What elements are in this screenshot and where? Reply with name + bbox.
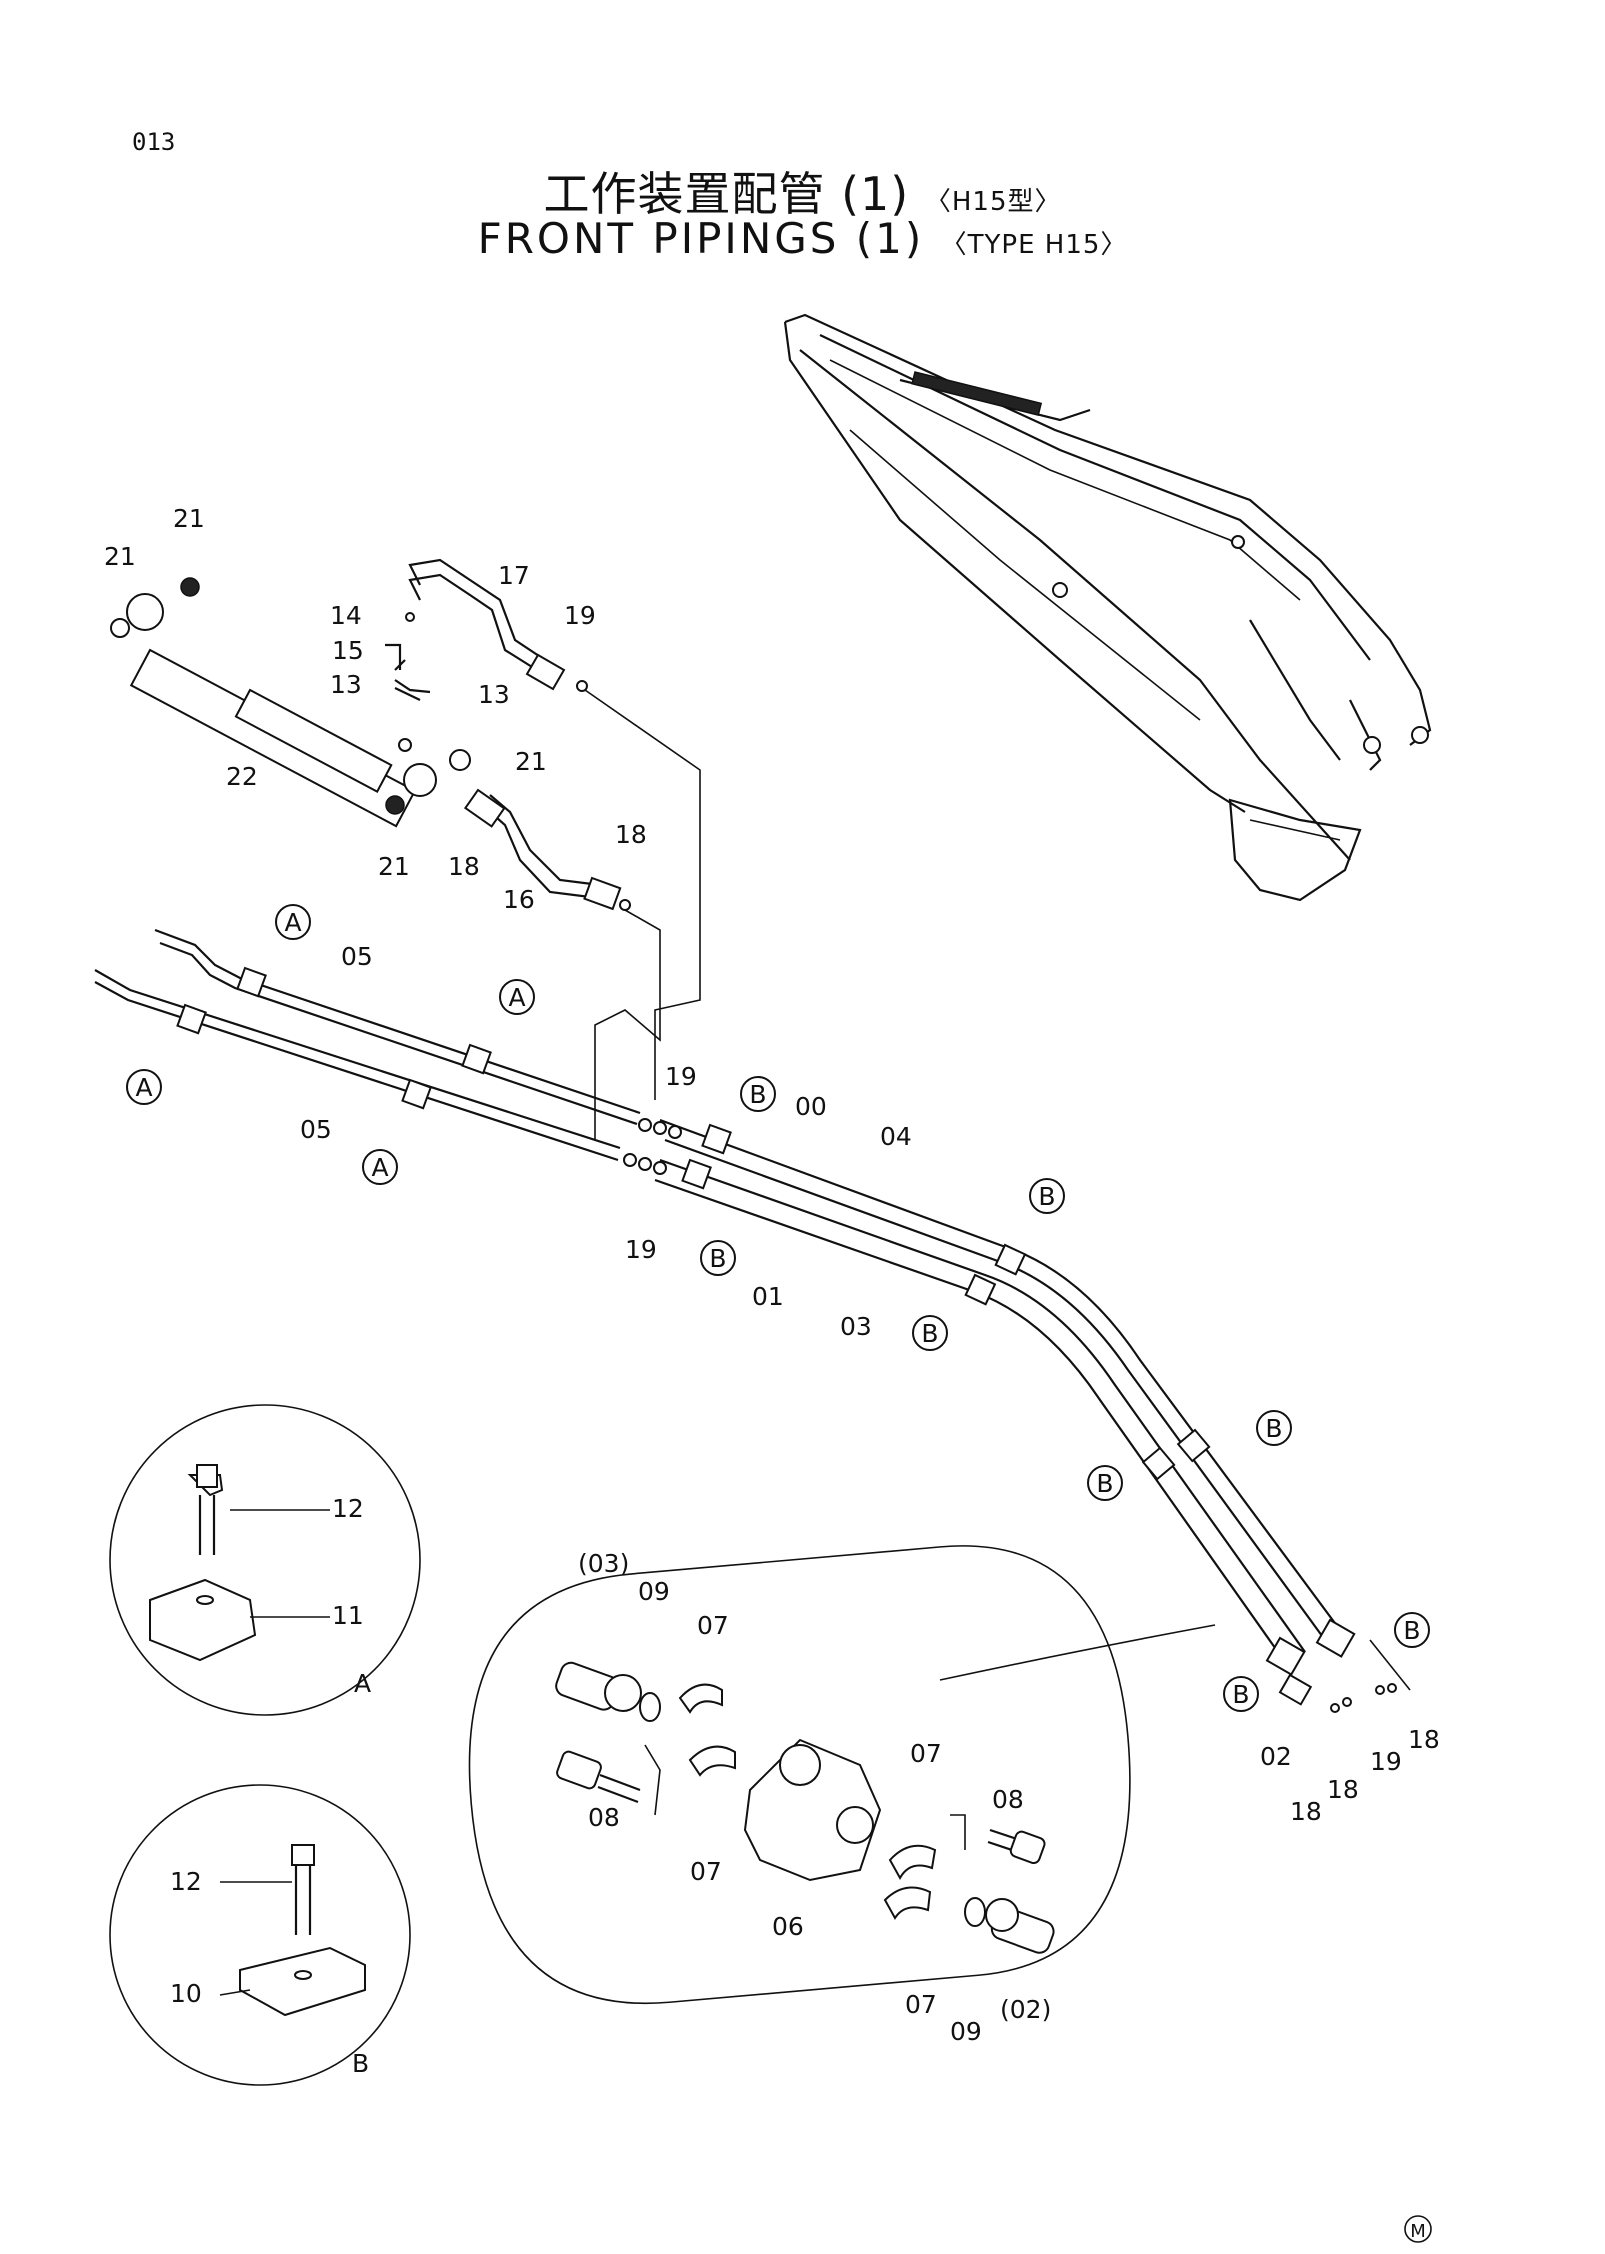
marker-b: B <box>700 1240 736 1276</box>
callout-06: 06 <box>772 1912 804 1941</box>
detail-b <box>109 1784 411 2086</box>
callout-13: 13 <box>330 670 362 699</box>
callout-18: 18 <box>615 820 647 849</box>
callout-21: 21 <box>378 852 410 881</box>
callout-05: 05 <box>341 942 373 971</box>
svg-text:M: M <box>1410 2221 1426 2242</box>
marker-a: A <box>499 979 535 1015</box>
callout-18: 18 <box>1327 1775 1359 1804</box>
callout-21: 21 <box>515 747 547 776</box>
callout-09: 09 <box>638 1577 670 1606</box>
callout-09: 09 <box>950 2017 982 2046</box>
callout-19: 19 <box>564 601 596 630</box>
marker-a: A <box>126 1069 162 1105</box>
callouts: 21 21 17 19 14 15 13 13 22 21 21 18 18 1… <box>104 504 1440 2078</box>
svg-text:B: B <box>1403 1616 1420 1645</box>
callout-02: 02 <box>1260 1742 1292 1771</box>
callout-04: 04 <box>880 1122 912 1151</box>
callout-16: 16 <box>503 885 535 914</box>
callout-07: 07 <box>910 1739 942 1768</box>
marker-a: A <box>362 1149 398 1185</box>
svg-text:A: A <box>508 983 525 1012</box>
svg-text:B: B <box>921 1319 938 1348</box>
title-en-text: FRONT PIPINGS (1) <box>477 214 925 263</box>
callout-03-ref: (03) <box>578 1549 629 1578</box>
marker-b: B <box>1256 1410 1292 1446</box>
callout-18: 18 <box>1408 1725 1440 1754</box>
callout-07: 07 <box>697 1611 729 1640</box>
callout-11: 11 <box>332 1601 364 1630</box>
marker-b: B <box>1394 1612 1430 1648</box>
cylinder-assembly <box>110 558 631 911</box>
callout-17: 17 <box>498 561 530 590</box>
detail-label-b: B <box>352 2049 369 2078</box>
marker-a: A <box>275 904 311 940</box>
detail-label-a: A <box>354 1669 371 1698</box>
callout-22: 22 <box>226 762 258 791</box>
view-markers: A A A A B B B B B B B B <box>126 904 1430 1712</box>
excavator-boom-overview <box>783 313 1432 902</box>
title-en-type: 〈TYPE H15〉 <box>940 230 1128 260</box>
callout-07: 07 <box>690 1857 722 1886</box>
callout-03: 03 <box>840 1312 872 1341</box>
callout-19: 19 <box>1370 1747 1402 1776</box>
svg-text:B: B <box>709 1244 726 1273</box>
marker-b: B <box>1029 1178 1065 1214</box>
title-jp-type: 〈H15型〉 <box>924 187 1062 217</box>
callout-07: 07 <box>905 1990 937 2019</box>
svg-text:A: A <box>371 1153 388 1182</box>
svg-text:B: B <box>1038 1182 1055 1211</box>
callout-19: 19 <box>665 1062 697 1091</box>
callout-08: 08 <box>992 1785 1024 1814</box>
marker-b: B <box>912 1315 948 1351</box>
svg-text:B: B <box>1232 1680 1249 1709</box>
callout-18: 18 <box>1290 1797 1322 1826</box>
title-english: FRONT PIPINGS (1) 〈TYPE H15〉 <box>0 214 1605 263</box>
svg-text:B: B <box>1096 1469 1113 1498</box>
marker-b: B <box>1087 1465 1123 1501</box>
callout-13: 13 <box>478 680 510 709</box>
pipes-05 <box>94 928 641 1162</box>
marker-b: B <box>740 1076 776 1112</box>
callout-12: 12 <box>170 1867 202 1896</box>
svg-text:B: B <box>1265 1414 1282 1443</box>
callout-12: 12 <box>332 1494 364 1523</box>
callout-19: 19 <box>625 1235 657 1264</box>
detail-joint <box>468 1545 1131 2005</box>
callout-21: 21 <box>104 542 136 571</box>
svg-text:A: A <box>284 908 301 937</box>
corner-mark: M <box>1404 2215 1432 2243</box>
callout-21: 21 <box>173 504 205 533</box>
marker-b: B <box>1223 1676 1259 1712</box>
callout-08: 08 <box>588 1803 620 1832</box>
pipes-main <box>623 1118 1397 1713</box>
title-jp-text: 工作装置配管 (1) <box>543 167 910 221</box>
svg-text:A: A <box>135 1073 152 1102</box>
callout-18: 18 <box>448 852 480 881</box>
callout-14: 14 <box>330 601 362 630</box>
callout-15: 15 <box>332 636 364 665</box>
callout-10: 10 <box>170 1979 202 2008</box>
callout-05: 05 <box>300 1115 332 1144</box>
callout-01: 01 <box>752 1282 784 1311</box>
svg-text:B: B <box>749 1080 766 1109</box>
page-number: 013 <box>132 128 176 156</box>
callout-00: 00 <box>795 1092 827 1121</box>
detail-a <box>109 1404 421 1716</box>
title-japanese: 工作装置配管 (1) 〈H15型〉 <box>0 158 1605 224</box>
callout-02-ref: (02) <box>1000 1995 1051 2024</box>
leader-lines <box>584 689 1411 1850</box>
